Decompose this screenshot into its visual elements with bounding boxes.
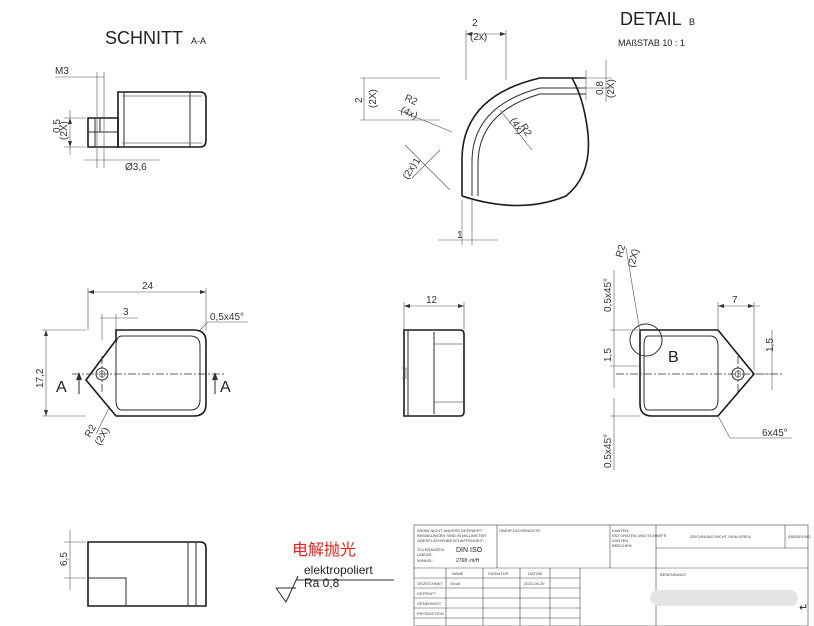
tb-note-5: WINKEL: (417, 558, 433, 563)
tb-row-production: PRODUKTION (417, 611, 444, 616)
detail-top-label: 2 (472, 18, 478, 29)
section-title-suffix: A-A (191, 36, 206, 46)
section-view-a-a: SCHNITT A-A M3 0,5 (2X) Ø3,6 (52, 28, 207, 173)
tb-col-date: DATUM (528, 571, 542, 576)
tb-drawn-name: Grodl (450, 581, 460, 586)
detail-diag-label: 1 (411, 156, 424, 167)
detail-radius-a-count: (4x) (399, 105, 419, 122)
tb-col-signature: SIGNATUR (488, 571, 508, 576)
front-view: 24 3 0,5x45° 17,2 A A R2 (2X) (35, 281, 248, 448)
back-right-label: 1,5 (765, 338, 776, 352)
back-radius-count: (2X) (626, 248, 642, 269)
detail-title: DETAIL (620, 9, 682, 29)
front-height-label: 17,2 (35, 368, 46, 388)
detail-right-label: 0,8 (595, 81, 606, 95)
tb-standard-value: 2768 -m/H (456, 558, 480, 564)
detail-scale: MAßSTAB 10 : 1 (618, 38, 685, 48)
tb-note-2: OBERFLÄCHENBESCHAFFENHEIT: (417, 538, 484, 543)
detail-mark: B (668, 349, 679, 366)
front-offset-label: 3 (123, 307, 129, 318)
back-left-label: 1,5 (603, 348, 614, 362)
detail-left-count: (2X) (368, 89, 379, 108)
surface-roughness-label: Ra 0,8 (304, 576, 340, 590)
blurred-watermark (650, 590, 798, 606)
section-diameter-label: Ø3,6 (125, 162, 147, 173)
tb-row-checked: GEPRÜFT (417, 591, 437, 596)
bottom-view: 6,5 (59, 530, 207, 607)
surface-finish-note: 电解抛光 elektropoliert Ra 0,8 (275, 540, 394, 603)
surface-chinese-label: 电解抛光 (292, 540, 356, 559)
side-view: 12 (402, 295, 465, 417)
title-block: WENN NICHT ANDERS DEFINIERT: BEMAßUNGEN … (413, 524, 811, 626)
section-width-count: (2X) (59, 121, 70, 140)
section-width-label: 0,5 (52, 119, 63, 133)
tb-edges-0: KANTEN (612, 528, 628, 533)
tb-revision: ÄNDERUNG (788, 534, 811, 539)
tb-drawn-date: 2022-06-29 (524, 581, 545, 586)
front-width-label: 24 (142, 281, 154, 292)
detail-top-count: (2x) (470, 32, 487, 43)
detail-left-label: 2 (354, 97, 365, 103)
back-chamfer-top-label: 0,5x45° (603, 278, 614, 312)
tb-designation-label: BENENNUNG: (660, 572, 687, 577)
detail-bottom-label: 1 (457, 230, 463, 241)
back-width-label: 7 (732, 295, 738, 306)
back-chamfer-bottom-label: 0,5x45° (603, 434, 614, 468)
tb-edges-1: ENTGRATEN UND SCHARFE (612, 533, 667, 538)
tb-col-name: NAME (452, 571, 464, 576)
tb-row-drawn: GEZEICHNET (417, 581, 443, 586)
tb-no-scale: ZEICHNUNG NICHT SKALIEREN (690, 534, 751, 539)
section-mark-right: A (220, 379, 231, 396)
detail-right-count: (2X) (606, 79, 617, 98)
section-title: SCHNITT (105, 28, 183, 48)
tb-note-3: TOLERANZEN: (417, 547, 445, 552)
tb-edges-2: KANTEN (612, 538, 628, 543)
tb-surface-header: OBERFLÄCHENGÜTE: (499, 528, 541, 533)
tb-edges-3: BRECHEN (612, 543, 632, 548)
tb-note-0: WENN NICHT ANDERS DEFINIERT: (417, 528, 483, 533)
tb-note-4: LINEAR: (417, 552, 433, 557)
section-mark-left: A (56, 379, 67, 396)
front-chamfer-label: 0,5x45° (210, 312, 244, 323)
detail-view-b: DETAIL B MAßSTAB 10 : 1 2 (2x) 2 (2X) R2… (354, 9, 695, 245)
return-glyph: ↵ (799, 602, 808, 614)
back-view: B R2 (2X) 0,5x45° 1,5 7 1,5 0,5x45° 6x45… (603, 243, 792, 470)
side-width-label: 12 (426, 295, 438, 306)
bottom-height-label: 6,5 (59, 552, 70, 566)
tb-row-approved: GENEHMIGT (417, 601, 442, 606)
tb-note-1: BEMAßUNGEN SIND IN MILLIMETER (417, 533, 486, 538)
detail-radius-a-label: R2 (403, 93, 420, 109)
back-radius-label: R2 (614, 243, 628, 259)
back-chamfer-right-label: 6x45° (762, 428, 788, 439)
detail-title-suffix: B (689, 17, 695, 27)
surface-finish-label: elektropoliert (304, 563, 373, 577)
tb-standard-label: DIN ISO (456, 547, 483, 554)
section-thread-label: M3 (55, 66, 69, 77)
